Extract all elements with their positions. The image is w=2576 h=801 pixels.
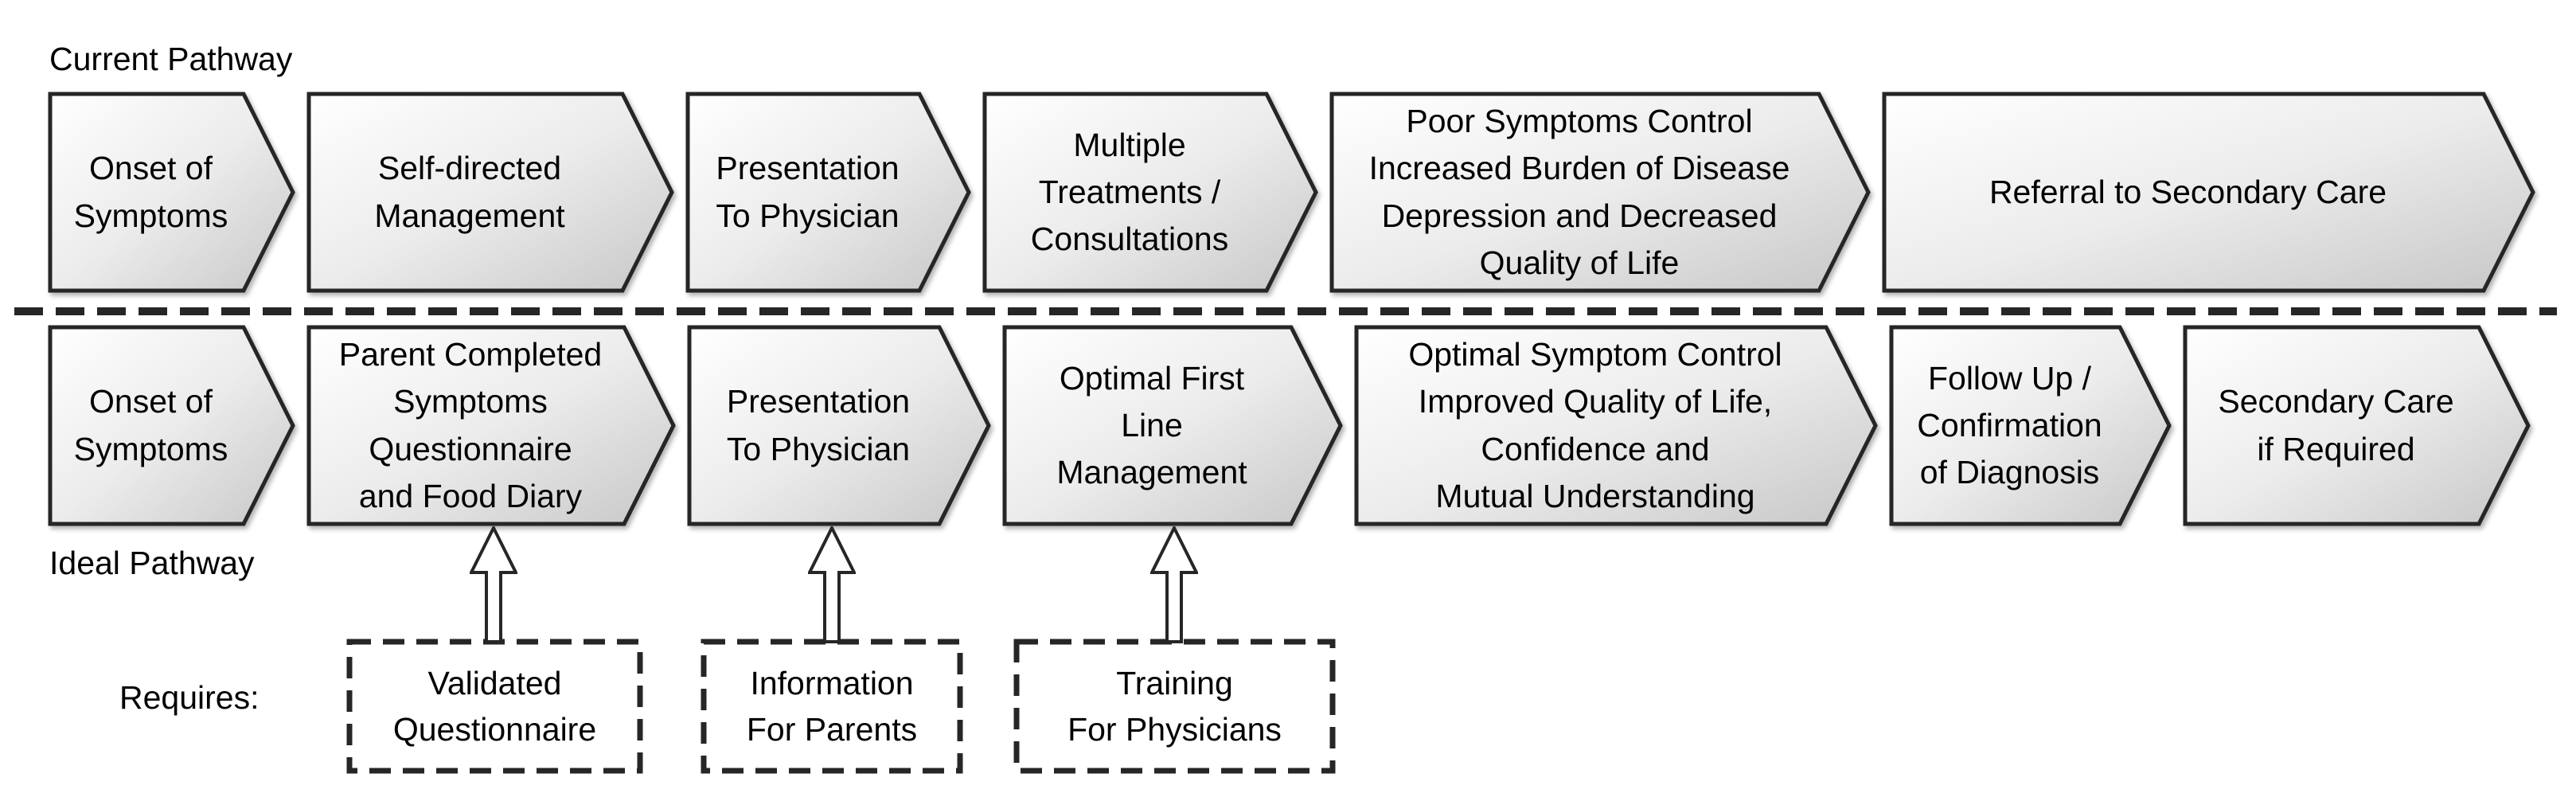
up-arrow-icon xyxy=(808,526,856,643)
step-label: Presentation To Physician xyxy=(716,150,900,234)
dashed-box-border xyxy=(701,639,963,774)
chevron-arrow-shape xyxy=(687,325,991,526)
current-step-onset-of-symptoms: Onset of Symptoms xyxy=(48,92,295,293)
dashed-box-border xyxy=(346,639,643,774)
step-label: Follow Up / Confirmation of Diagnosis xyxy=(1917,359,2102,491)
ideal-step-onset-of-symptoms: Onset of Symptoms xyxy=(48,325,295,526)
requires-item-label: Information For Parents xyxy=(746,664,918,748)
chevron-arrow-shape xyxy=(1329,92,1871,293)
chevron-arrow-shape xyxy=(1889,325,2172,526)
requires-item-label: Validated Questionnaire xyxy=(392,664,597,748)
chevron-arrow-shape xyxy=(685,92,971,293)
ideal-step-secondary-care-if-required: Secondary Care if Required xyxy=(2183,325,2531,526)
current-step-poor-symptoms-control: Poor Symptoms Control Increased Burden o… xyxy=(1329,92,1871,293)
chevron-arrow-shape xyxy=(2183,325,2531,526)
step-label: Onset of Symptoms xyxy=(73,383,228,467)
ideal-step-parent-completed-questionnaire: Parent Completed Symptoms Questionnaire … xyxy=(306,325,676,526)
requires-box-validated-questionnaire: Validated Questionnaire xyxy=(346,639,643,774)
requires-box-information-for-parents: Information For Parents xyxy=(701,639,963,774)
requires-box-training-for-physicians: Training For Physicians xyxy=(1013,639,1336,774)
step-label: Optimal First Line Management xyxy=(1056,359,1247,491)
current-pathway-row: Onset of Symptoms Self-directed Manageme… xyxy=(48,92,2535,293)
chevron-arrow-shape xyxy=(48,92,295,293)
ideal-step-follow-up-confirmation: Follow Up / Confirmation of Diagnosis xyxy=(1889,325,2172,526)
requires-item-label: Training For Physicians xyxy=(1067,664,1282,748)
step-label: Referral to Secondary Care xyxy=(1989,173,2387,210)
step-label: Optimal Symptom Control Improved Quality… xyxy=(1408,336,1782,514)
step-label: Self-directed Management xyxy=(374,150,565,234)
current-step-multiple-treatments-consultations: Multiple Treatments / Consultations xyxy=(982,92,1318,293)
step-label: Secondary Care if Required xyxy=(2218,383,2454,467)
step-label: Multiple Treatments / Consultations xyxy=(1030,126,1229,258)
step-label: Poor Symptoms Control Increased Burden o… xyxy=(1368,103,1790,281)
chevron-arrow-shape xyxy=(306,325,676,526)
step-label: Presentation To Physician xyxy=(726,383,911,467)
chevron-arrow-shape xyxy=(1354,325,1878,526)
up-arrow-icon xyxy=(1150,526,1198,643)
chevron-arrow-shape xyxy=(1882,92,2535,293)
chevron-arrow-shape xyxy=(48,325,295,526)
dashed-box-border xyxy=(1013,639,1336,774)
ideal-pathway-row: Onset of Symptoms Parent Completed Sympt… xyxy=(48,325,2531,526)
ideal-step-presentation-to-physician: Presentation To Physician xyxy=(687,325,991,526)
current-step-referral-to-secondary-care: Referral to Secondary Care xyxy=(1882,92,2535,293)
up-arrow-icon xyxy=(470,526,517,643)
current-step-self-directed-management: Self-directed Management xyxy=(306,92,674,293)
current-pathway-label: Current Pathway xyxy=(49,41,293,77)
ideal-step-optimal-first-line-management: Optimal First Line Management xyxy=(1002,325,1343,526)
step-label: Onset of Symptoms xyxy=(73,150,228,234)
chevron-arrow-shape xyxy=(1002,325,1343,526)
ideal-pathway-label: Ideal Pathway xyxy=(49,545,255,581)
chevron-arrow-shape xyxy=(982,92,1318,293)
current-step-presentation-to-physician: Presentation To Physician xyxy=(685,92,971,293)
chevron-arrow-shape xyxy=(306,92,674,293)
pathway-separator-dashed-line xyxy=(14,307,2557,315)
ideal-step-optimal-symptom-control: Optimal Symptom Control Improved Quality… xyxy=(1354,325,1878,526)
requires-label: Requires: xyxy=(119,679,260,716)
step-label: Parent Completed Symptoms Questionnaire … xyxy=(338,336,603,514)
